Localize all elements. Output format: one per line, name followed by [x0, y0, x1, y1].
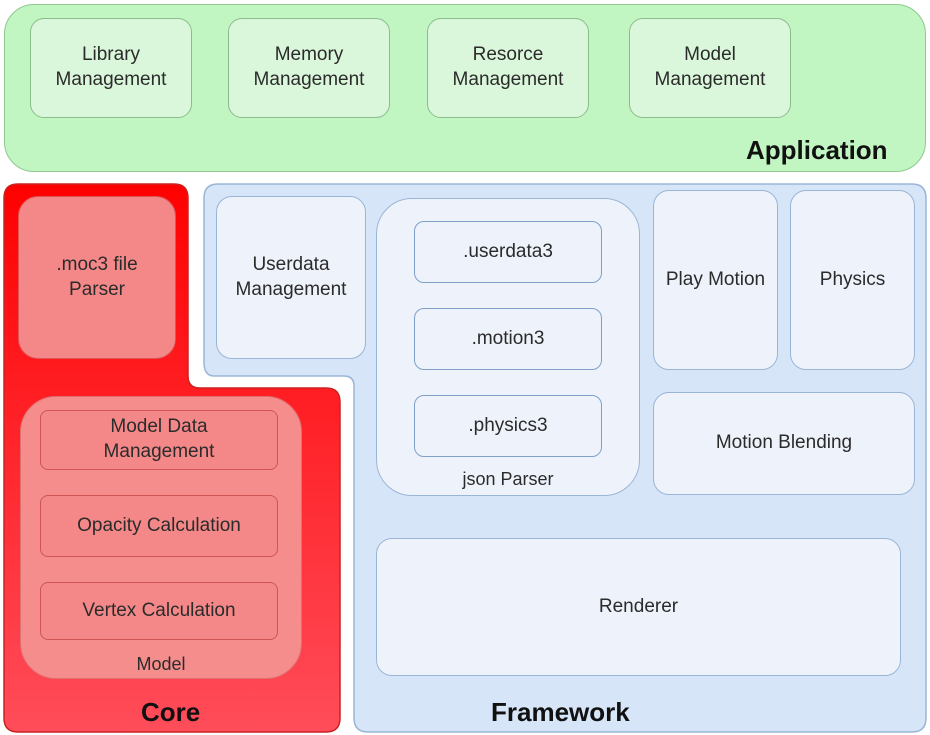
json-parser-label: json Parser — [462, 469, 554, 490]
play-motion-box: Play Motion — [653, 190, 778, 370]
memory-management-box: Memory Management — [228, 18, 390, 118]
framework-title: Framework — [491, 697, 630, 727]
vertex-calculation-box: Vertex Calculation — [40, 582, 278, 640]
core-title: Core — [141, 697, 201, 727]
userdata-management-box: Userdata Management — [216, 196, 366, 359]
model-label: Model — [136, 654, 186, 675]
motion-blending-box: Motion Blending — [653, 392, 915, 495]
physics3-box: .physics3 — [414, 395, 602, 457]
renderer-box: Renderer — [376, 538, 901, 676]
physics-box: Physics — [790, 190, 915, 370]
resource-management-box: Resorce Management — [427, 18, 589, 118]
model-management-box: Model Management — [629, 18, 791, 118]
application-title: Application — [746, 135, 888, 165]
library-management-box: Library Management — [30, 18, 192, 118]
moc3-parser-box: .moc3 file Parser — [18, 196, 176, 359]
userdata3-box: .userdata3 — [414, 221, 602, 283]
opacity-calculation-box: Opacity Calculation — [40, 495, 278, 557]
model-data-management-box: Model Data Management — [40, 410, 278, 470]
motion3-box: .motion3 — [414, 308, 602, 370]
